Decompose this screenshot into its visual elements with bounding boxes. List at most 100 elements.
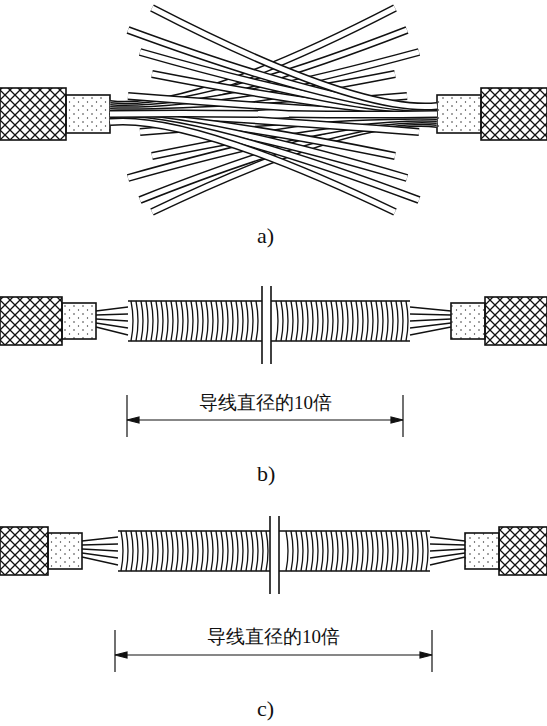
coil-turn <box>311 301 313 341</box>
coil-turn <box>206 301 208 341</box>
coil-turn <box>326 531 328 571</box>
coil-turn <box>291 301 293 341</box>
strand <box>289 110 437 119</box>
coil-turn <box>231 531 233 571</box>
fanned-strands <box>110 8 437 212</box>
coil-turn <box>236 301 238 341</box>
coil-turn <box>396 301 398 341</box>
coil-turn <box>186 301 188 341</box>
coil-turn <box>371 301 373 341</box>
panel-label: a) <box>257 224 274 248</box>
coil-turn <box>211 531 213 571</box>
coil-turn <box>136 301 138 341</box>
twisted-strand <box>410 327 451 335</box>
strand <box>289 112 437 118</box>
coil-turn <box>201 531 203 571</box>
coil-turn <box>266 531 268 571</box>
coil-turn <box>341 531 343 571</box>
coil-turn <box>376 531 378 571</box>
coil-turn <box>306 531 308 571</box>
coil-turn <box>311 531 313 571</box>
coil-turn <box>301 301 303 341</box>
coil-turn <box>131 301 133 341</box>
strand <box>110 111 258 117</box>
coil-turn <box>256 531 258 571</box>
coil-turn <box>226 531 228 571</box>
coil-turn <box>291 531 293 571</box>
coil-turn <box>251 531 253 571</box>
coil-turn <box>401 531 403 571</box>
coil-turn <box>361 531 363 571</box>
coil-turn <box>401 301 403 341</box>
coil-turn <box>161 531 163 571</box>
coil-turn <box>231 301 233 341</box>
twisted-strand <box>82 557 118 565</box>
coil-turn <box>246 301 248 341</box>
twisted-strand <box>96 327 128 335</box>
coil-turn <box>281 301 283 341</box>
break-marks <box>262 286 279 594</box>
twisted-strand <box>82 549 118 551</box>
twisted-strand <box>82 544 118 545</box>
twisted-strand <box>410 314 451 315</box>
strand <box>110 121 395 212</box>
dimension-label: 导线直径的10倍 <box>204 627 343 648</box>
coil-turn <box>151 301 153 341</box>
twisted-strand <box>82 537 118 541</box>
twisted-strand <box>410 307 451 311</box>
coil-turn <box>296 301 298 341</box>
coil-turn <box>226 301 228 341</box>
coil-turn <box>146 301 148 341</box>
dimension-line <box>115 395 432 672</box>
coil-turn <box>381 301 383 341</box>
coil-turn <box>391 301 393 341</box>
coil-turn <box>331 301 333 341</box>
coil-turn <box>411 531 413 571</box>
twisted-strand <box>96 319 128 321</box>
coil-turn <box>406 301 408 341</box>
twisted-strand <box>82 553 118 558</box>
coil-turn <box>306 301 308 341</box>
strand <box>110 120 419 200</box>
twisted-strand <box>430 549 465 551</box>
coil-turn <box>356 531 358 571</box>
coil-turn <box>146 531 148 571</box>
wrapped-splice <box>96 301 451 341</box>
twisted-strand <box>430 557 465 565</box>
coil-turn <box>216 301 218 341</box>
coil-turn <box>181 301 183 341</box>
coil-turn <box>321 301 323 341</box>
coil-turn <box>211 301 213 341</box>
coil-turn <box>426 531 428 571</box>
coil-turn <box>366 531 368 571</box>
coil-turn <box>331 531 333 571</box>
coil-turn <box>141 301 143 341</box>
panel-label: b) <box>257 462 275 486</box>
coil-turn <box>141 531 143 571</box>
coil-turn <box>296 531 298 571</box>
coil-turn <box>391 531 393 571</box>
coil-turn <box>241 531 243 571</box>
coil-turn <box>121 531 123 571</box>
strand <box>110 121 395 212</box>
coil-turn <box>161 301 163 341</box>
twisted-strand <box>96 323 128 328</box>
twisted-strand <box>96 314 128 315</box>
coil-turn <box>166 531 168 571</box>
coil-turn <box>166 301 168 341</box>
strand <box>110 110 258 119</box>
coil-turn <box>356 301 358 341</box>
twisted-strand <box>430 553 465 558</box>
coil-turn <box>191 531 193 571</box>
coil-turn <box>336 531 338 571</box>
coil-turn <box>416 531 418 571</box>
coil-turn <box>286 531 288 571</box>
twisted-strand <box>410 319 451 321</box>
coil-turn <box>206 531 208 571</box>
coil-turn <box>351 531 353 571</box>
coil-turn <box>421 531 423 571</box>
coil-turn <box>371 531 373 571</box>
coil-turn <box>406 531 408 571</box>
coil-turn <box>301 531 303 571</box>
